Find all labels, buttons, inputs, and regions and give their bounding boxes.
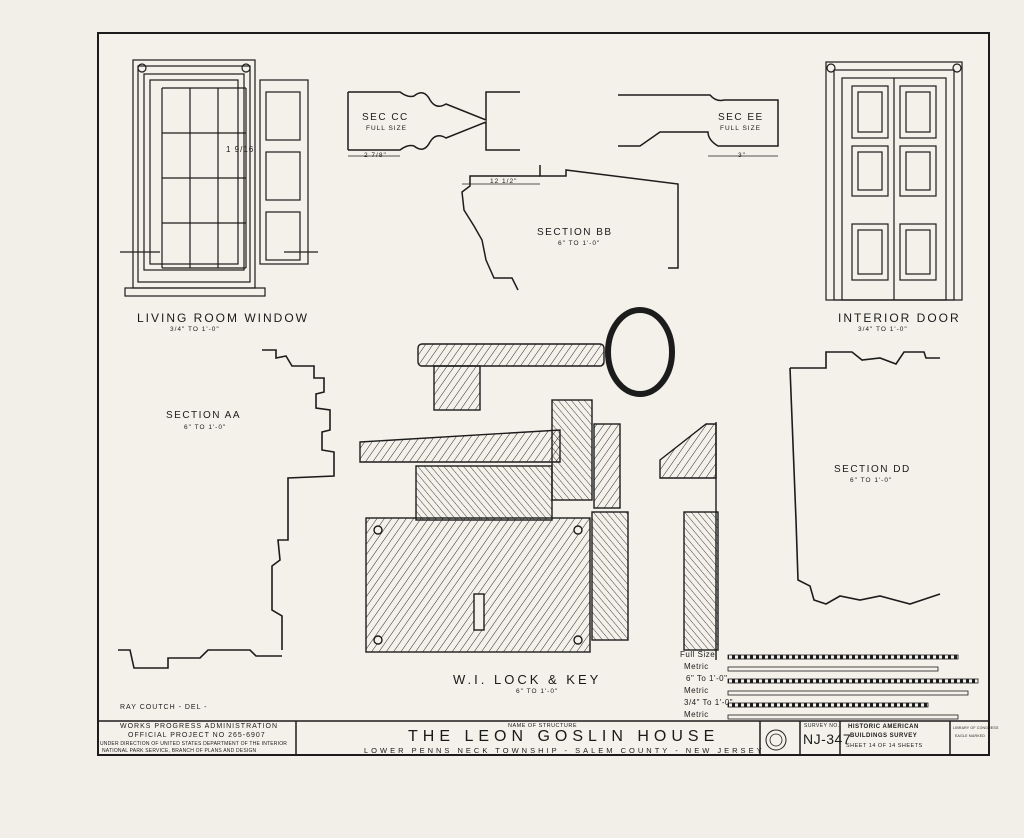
scale-bars <box>727 654 979 720</box>
wpa-line-1: Works Progress Administration <box>120 723 278 730</box>
lock-key-scale: 6" To 1'-0" <box>516 688 559 695</box>
wpa-line-2: Official Project No 265-6907 <box>128 732 266 739</box>
section-dd-title: Section DD <box>834 464 911 475</box>
wpa-line-4: National Park Service, Branch of Plans a… <box>102 748 257 754</box>
sec-ee-title: Sec EE <box>718 112 764 123</box>
interior-door-drawing <box>825 61 963 301</box>
scale-label-metric-1: Metric <box>684 662 709 671</box>
scale-label-3-4in: 3/4" To 1'-0" <box>684 698 734 707</box>
section-dd-profile <box>789 351 941 605</box>
lock-key-title: W.I. Lock & Key <box>453 672 602 687</box>
loc-line-2: Eagle Marked <box>955 734 986 738</box>
wpa-line-3: Under Direction of United States Departm… <box>100 741 288 747</box>
sheet-number: Sheet 14 of 14 Sheets <box>846 743 923 749</box>
section-bb-scale: 6" To 1'-0" <box>558 240 601 247</box>
survey-no-label: Survey No. <box>804 723 840 729</box>
delineator-credit: Ray Coutch - Del - <box>120 704 208 711</box>
section-bb-dim: 12 1/2" <box>490 178 518 185</box>
section-bb-title: Section BB <box>537 227 613 238</box>
scale-label-6in: 6" To 1'-0" <box>686 674 728 683</box>
habs-line-1: Historic American <box>848 724 919 730</box>
loc-line-1: Library of Congress <box>953 726 999 730</box>
section-bb-profile <box>461 165 679 291</box>
sec-ee-scale: Full Size <box>720 125 761 132</box>
section-aa-profile <box>118 349 335 669</box>
interior-door-scale: 3/4" To 1'-0" <box>858 326 908 333</box>
sec-cc-scale: Full Size <box>366 125 407 132</box>
habs-line-2: Buildings Survey <box>850 733 918 739</box>
sec-cc-profile <box>347 91 520 157</box>
sec-cc-dim: 2 7/8" <box>364 152 387 159</box>
sec-cc-title: Sec CC <box>362 112 409 123</box>
name-of-structure-label: Name of Structure <box>508 723 577 729</box>
survey-number: NJ-347 <box>803 731 852 747</box>
scale-label-metric-3: Metric <box>684 710 709 719</box>
key-drawing <box>417 307 675 411</box>
living-room-window-scale: 3/4" To 1'-0" <box>170 326 220 333</box>
structure-name: The Leon Goslin House <box>408 728 720 745</box>
sec-ee-profile <box>618 94 779 157</box>
interior-door-title: Interior Door <box>838 311 961 325</box>
lock-drawing <box>359 399 719 660</box>
title-block-frame <box>97 720 990 756</box>
living-room-window-drawing <box>120 59 318 297</box>
sec-ee-dim: 3" <box>738 152 746 159</box>
living-room-window-title: Living Room Window <box>137 311 309 325</box>
section-dd-scale: 6" To 1'-0" <box>850 477 893 484</box>
section-aa-title: Section AA <box>166 410 242 421</box>
scale-label-metric-2: Metric <box>684 686 709 695</box>
structure-location: Lower Penns Neck Township - Salem County… <box>364 746 765 755</box>
section-aa-scale: 6" To 1'-0" <box>184 424 227 431</box>
living-room-window-dim: 1 9/16 <box>226 145 255 154</box>
scale-label-full-size: Full Size <box>680 650 716 659</box>
